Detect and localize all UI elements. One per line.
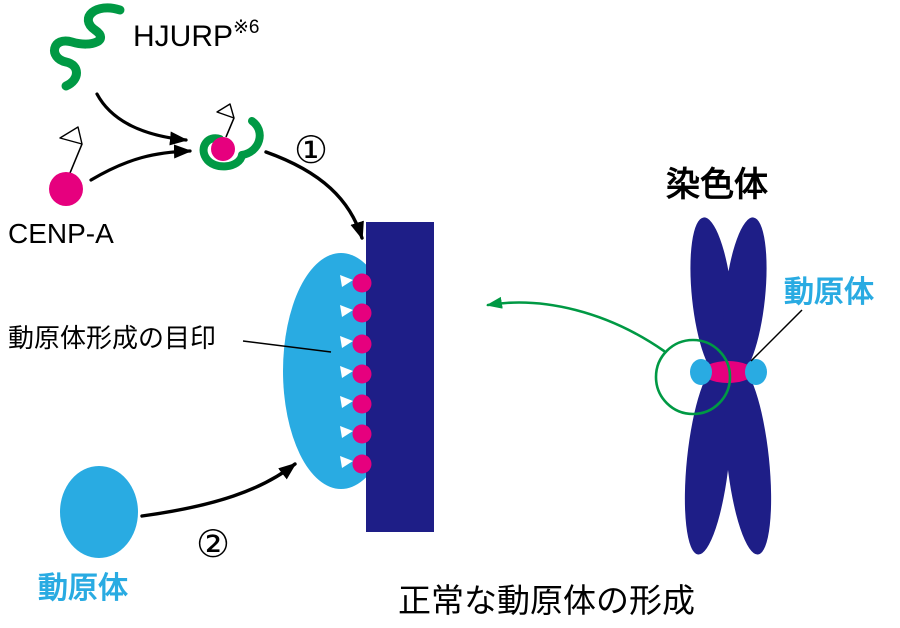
complex-flag-pole <box>225 117 235 138</box>
hjurp-footnote-marker: ※6 <box>233 17 260 38</box>
arrow-hjurp-to-complex <box>95 92 188 146</box>
kinetochore-bottom-label: 動原体 <box>38 572 129 605</box>
cenpa-dot <box>352 334 372 354</box>
mark-flag <box>340 396 353 408</box>
hjurp-label-text: HJURP <box>133 20 233 53</box>
cenpa-flag <box>59 126 83 145</box>
cenpa-dot <box>352 364 372 384</box>
chromatin-rect <box>366 222 434 532</box>
centromere-band <box>702 361 754 383</box>
kinetochore-right-label: 動原体 <box>784 276 875 309</box>
highlight-circle <box>654 338 732 416</box>
chromosome-label: 染色体 <box>666 166 768 204</box>
arrow-step1-deposition <box>264 150 364 240</box>
cenpa-dot <box>352 303 372 323</box>
cenpa-flag-pole <box>69 143 83 174</box>
hjurp-protein-squiggle <box>50 3 125 91</box>
arrow-cenpa-to-complex <box>89 144 192 182</box>
cenpa-dot <box>352 454 372 474</box>
complex-flag <box>216 103 235 119</box>
cenpa-dot <box>352 394 372 414</box>
mark-flag <box>340 336 353 348</box>
cenpa-circle <box>49 172 83 206</box>
chromatid-arm-top-right <box>723 217 767 377</box>
kinetochore-pointer-line <box>750 309 803 362</box>
chromatid-arm-top-left <box>690 217 734 377</box>
complex-hjurp-squiggle <box>199 117 264 171</box>
marker-annotation-label: 動原体形成の目印 <box>8 323 216 353</box>
arrow-step2-assembly <box>140 462 297 518</box>
cenpa-dot <box>352 424 372 444</box>
mark-flag <box>340 275 353 287</box>
complex-cenpa-circle <box>211 137 235 161</box>
cenpa-dot <box>352 273 372 293</box>
zoom-arrow <box>486 296 666 353</box>
step2-number: ② <box>196 524 230 566</box>
mark-flag <box>340 456 353 468</box>
caption-label: 正常な動原体の形成 <box>398 582 695 619</box>
chromatid-arm-bottom-right <box>724 365 772 555</box>
mark-flag <box>340 305 353 317</box>
hjurp-label: HJURP※6 <box>133 17 260 53</box>
mark-flag <box>340 426 353 438</box>
cenpa-label: CENP-A <box>8 218 114 249</box>
kinetochore-right-dot <box>745 359 767 385</box>
kinetochore-left-dot <box>690 359 712 385</box>
marker-pointer-line <box>242 340 332 353</box>
mark-flag <box>340 366 353 378</box>
kinetochore-unit-ellipse <box>60 466 138 558</box>
